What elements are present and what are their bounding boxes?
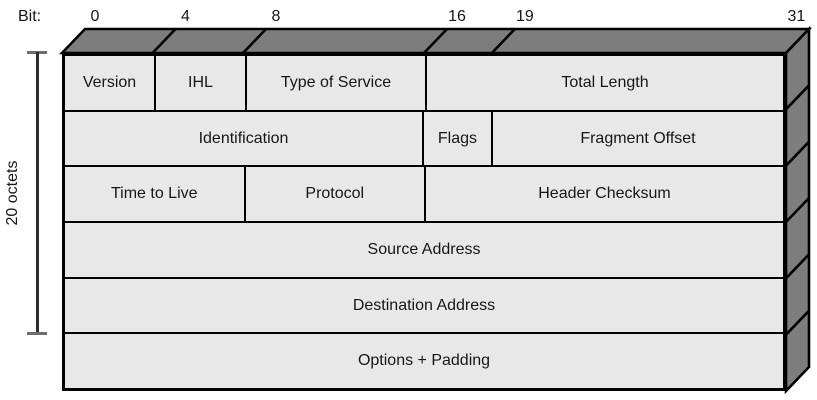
bit-axis-caption: Bit: [18, 8, 42, 25]
field-label: Source Address [367, 240, 481, 258]
field-label: Version [82, 73, 137, 91]
header-row-2: Identification Flags Fragment Offset [65, 109, 783, 166]
field-options-padding: Options + Padding [65, 334, 783, 389]
field-time-to-live: Time to Live [65, 167, 244, 222]
field-total-length: Total Length [425, 56, 783, 110]
field-identification: Identification [65, 111, 422, 166]
side-face-divider-row-2 [785, 140, 810, 167]
bit-tick-8: 8 [271, 8, 281, 25]
field-label: IHL [188, 73, 213, 91]
box-top-face [58, 27, 813, 55]
field-label: Destination Address [352, 296, 496, 314]
field-label: Type of Service [280, 73, 392, 91]
header-row-5: Destination Address [65, 276, 783, 333]
bracket-bottom-cap [27, 332, 47, 335]
side-face-divider-row-3 [785, 197, 810, 223]
field-label: Total Length [561, 73, 649, 91]
top-face-divider-bit-8 [242, 28, 267, 54]
header-row-1: Version IHL Type of Service Total Length [65, 56, 783, 110]
side-face-divider-row-1 [785, 84, 810, 111]
top-face-divider-bit-19 [490, 28, 516, 54]
field-flags: Flags [422, 111, 491, 166]
field-label: Fragment Offset [580, 129, 696, 147]
octets-label: 20 octets [4, 160, 21, 226]
field-header-checksum: Header Checksum [424, 167, 783, 222]
bit-tick-31: 31 [787, 8, 806, 25]
bit-tick-0: 0 [90, 8, 100, 25]
top-face-divider-bit-16 [423, 28, 448, 54]
field-ihl: IHL [154, 56, 245, 110]
field-label: Options + Padding [357, 352, 491, 370]
field-protocol: Protocol [243, 167, 424, 222]
field-type-of-service: Type of Service [245, 56, 425, 110]
header-row-6: Options + Padding [65, 332, 783, 389]
bit-tick-16: 16 [448, 8, 466, 25]
bit-tick-19: 19 [515, 8, 534, 25]
box-side-face [784, 25, 811, 395]
field-label: Protocol [305, 185, 365, 203]
bit-tick-4: 4 [181, 8, 190, 25]
field-fragment-offset: Fragment Offset [490, 111, 783, 166]
bracket-line [36, 52, 39, 334]
field-label: Flags [437, 129, 478, 147]
header-row-3: Time to Live Protocol Header Checksum [65, 165, 783, 222]
side-face-divider-row-4 [785, 253, 810, 280]
field-label: Time to Live [110, 185, 198, 203]
field-source-address: Source Address [65, 223, 783, 277]
field-destination-address: Destination Address [65, 278, 783, 333]
field-label: Identification [198, 129, 289, 147]
field-version: Version [65, 56, 154, 110]
field-label: Header Checksum [538, 185, 671, 203]
header-row-4: Source Address [65, 221, 783, 277]
top-face-divider-bit-4 [151, 28, 177, 54]
side-face-divider-row-5 [785, 309, 810, 336]
